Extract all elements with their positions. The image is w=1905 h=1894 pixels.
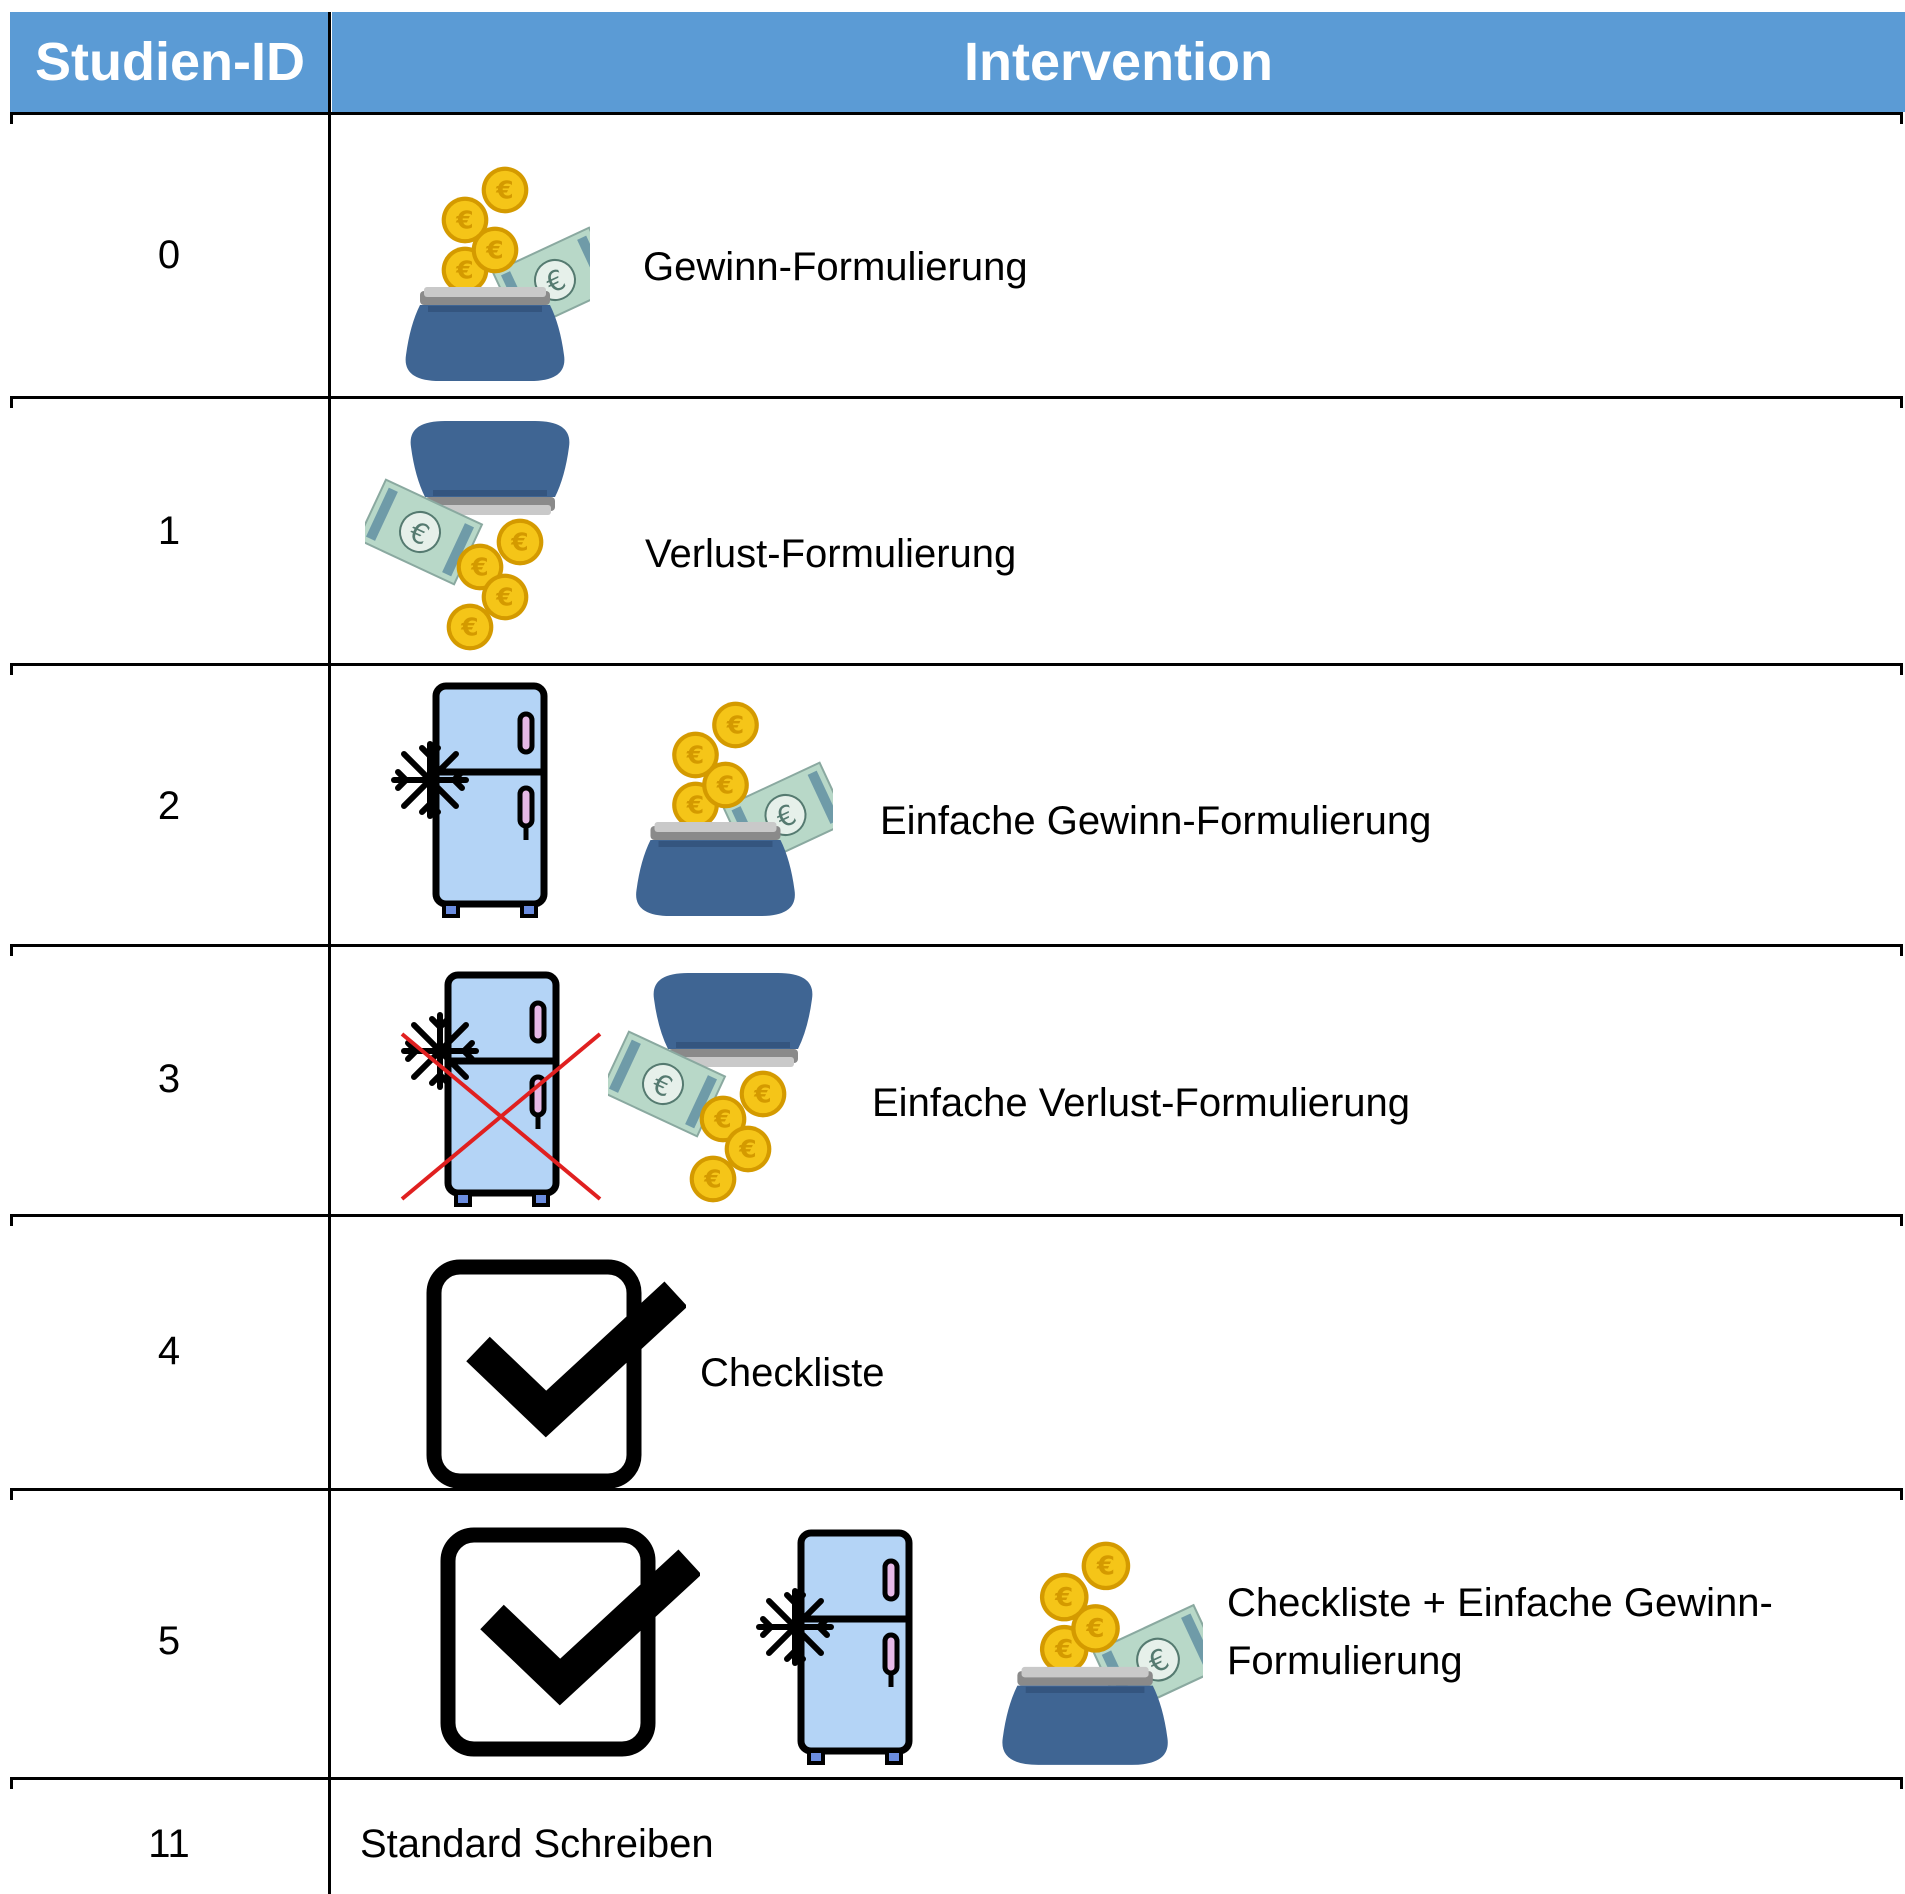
row-label: Gewinn-Formulierung — [643, 245, 1028, 289]
table-row: 4 Checkliste — [0, 1217, 1905, 1488]
row-divider — [10, 1488, 1903, 1491]
checkbox-icon — [426, 1259, 686, 1489]
row-divider-tick — [1900, 1214, 1903, 1226]
table-row: 1 Verlust-Formulierung — [0, 399, 1905, 663]
purse-gain-icon — [618, 680, 833, 920]
table-row: 3 Einfache Verlust-Formulierung — [0, 947, 1905, 1214]
table-row: 2 Einfache Gewinn-Formulierung — [0, 666, 1905, 944]
row-divider-tick — [1900, 112, 1903, 124]
row-id: 5 — [157, 1619, 181, 1663]
table-row: 11 Standard Schreiben — [0, 1780, 1905, 1894]
table-header: Studien-ID Intervention — [10, 12, 1905, 112]
row-label: Verlust-Formulierung — [645, 532, 1017, 576]
row-id: 2 — [157, 784, 181, 828]
row-divider-tick — [10, 396, 13, 408]
purse-loss-icon — [365, 417, 580, 657]
row-id: 3 — [157, 1057, 181, 1101]
checkbox-icon — [440, 1527, 700, 1757]
row-label: Checkliste — [700, 1351, 885, 1395]
fridge-icon — [720, 1519, 960, 1769]
row-label: Standard Schreiben — [360, 1822, 714, 1866]
row-id: 11 — [148, 1822, 190, 1866]
row-divider-tick — [10, 1488, 13, 1500]
purse-gain-icon — [988, 1519, 1203, 1769]
purse-loss-icon — [608, 969, 823, 1209]
purse-gain-icon — [400, 145, 590, 385]
row-divider-tick — [1900, 1777, 1903, 1789]
table-row: 0 Gewinn-Formulierung — [0, 115, 1905, 396]
row-divider — [10, 112, 1903, 115]
row-label-line2: Formulierung — [1227, 1639, 1463, 1683]
row-label: Einfache Verlust-Formulierung — [872, 1081, 1411, 1125]
row-divider-tick — [10, 1214, 13, 1226]
row-divider — [10, 1777, 1903, 1780]
header-intervention: Intervention — [963, 32, 1274, 92]
row-divider-tick — [1900, 663, 1903, 675]
row-id: 4 — [157, 1329, 181, 1373]
row-divider-tick — [1900, 1488, 1903, 1500]
fridge-icon — [390, 680, 555, 920]
row-divider — [10, 944, 1903, 947]
row-id: 0 — [157, 233, 181, 277]
row-divider-tick — [10, 663, 13, 675]
row-divider-tick — [1900, 396, 1903, 408]
row-divider-tick — [1900, 944, 1903, 956]
fridge-crossed-icon — [400, 969, 605, 1209]
header-studien-id: Studien-ID — [35, 32, 305, 92]
row-divider — [10, 1214, 1903, 1217]
table-row: 5 Checkliste + Einfache Gewinn- Formulie… — [0, 1491, 1905, 1777]
row-divider-tick — [10, 112, 13, 124]
row-divider-tick — [10, 944, 13, 956]
row-divider — [10, 396, 1903, 399]
row-divider-tick — [10, 1777, 13, 1789]
column-divider — [328, 12, 331, 1894]
row-id: 1 — [157, 509, 181, 553]
row-label: Einfache Gewinn-Formulierung — [880, 799, 1432, 843]
row-divider — [10, 663, 1903, 666]
row-label-line1: Checkliste + Einfache Gewinn- — [1227, 1581, 1773, 1625]
